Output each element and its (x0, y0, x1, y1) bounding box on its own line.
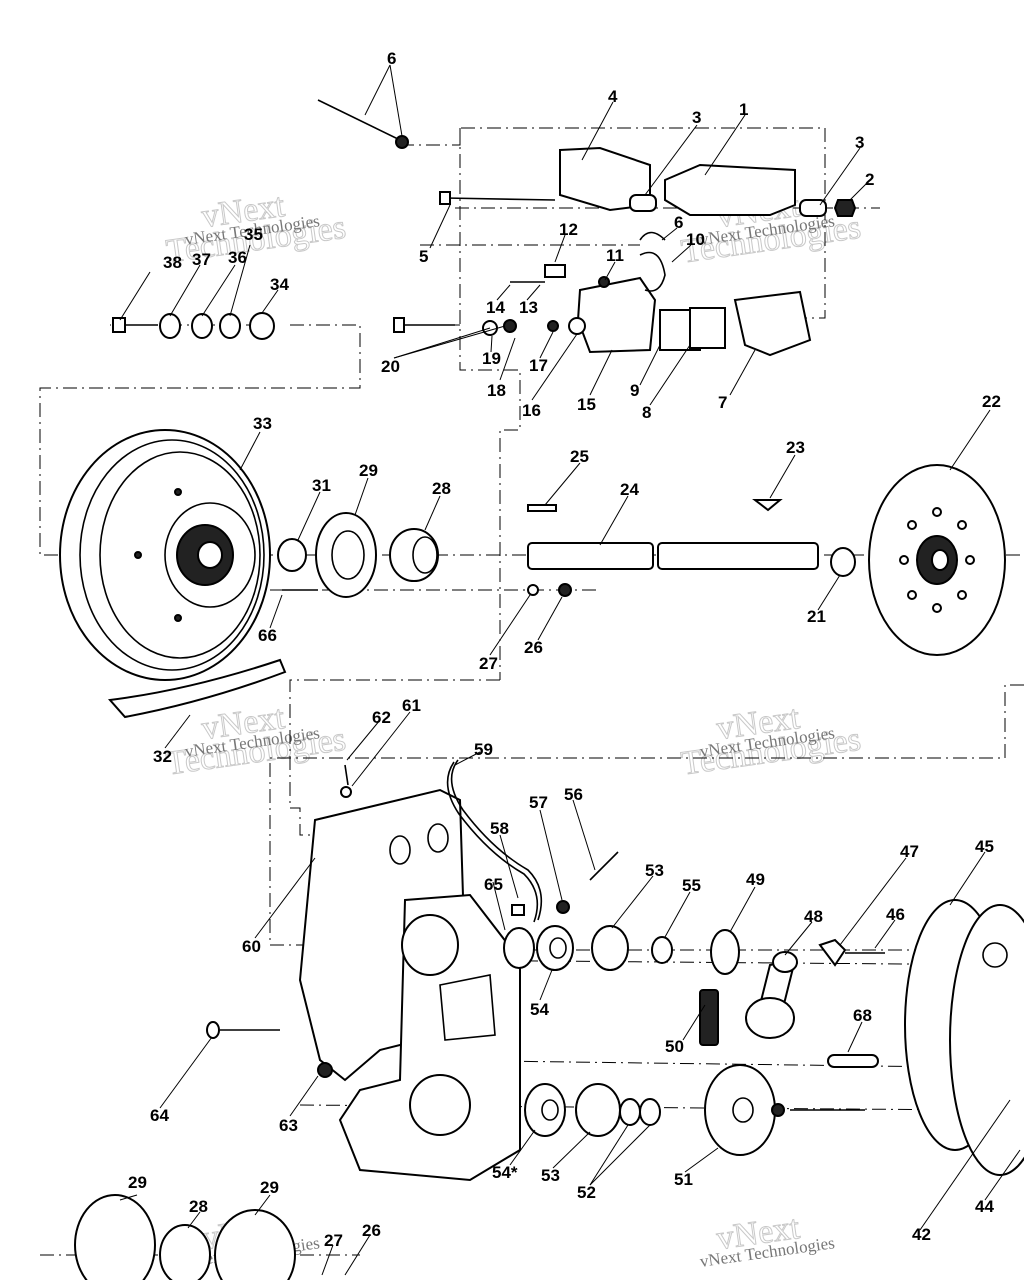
bearing-stack-lower (524, 1083, 661, 1137)
callout-22: 22 (982, 392, 1001, 411)
callout-48: 48 (804, 907, 823, 926)
callout-49: 49 (746, 870, 765, 889)
callout-44: 44 (975, 1197, 994, 1216)
brake-bracket (559, 146, 857, 217)
callout-6: 6 (674, 213, 683, 232)
callout-54: 54 (530, 1000, 549, 1019)
hub-parts-28-29-31 (277, 512, 572, 598)
callout-29: 29 (359, 461, 378, 480)
callout-11: 11 (606, 246, 624, 265)
callout-59: 59 (474, 740, 493, 759)
sprocket-49 (710, 929, 740, 975)
bolt-38-group (112, 312, 275, 340)
callout-37: 37 (192, 250, 211, 269)
callout-68: 68 (853, 1006, 872, 1025)
callout-64: 64 (150, 1106, 169, 1125)
callout-16: 16 (522, 401, 541, 420)
callout-56: 56 (564, 785, 583, 804)
callout-21: 21 (807, 607, 826, 626)
callout-46: 46 (886, 905, 905, 924)
callout-24: 24 (620, 480, 639, 499)
callout-32: 32 (153, 747, 172, 766)
chain-50 (699, 989, 719, 1046)
shaft-24 (527, 499, 856, 577)
callout-38: 38 (163, 253, 182, 272)
callout-6: 6 (387, 49, 396, 68)
callout-15: 15 (577, 395, 596, 414)
callout-25: 25 (570, 447, 589, 466)
callout-3: 3 (855, 133, 864, 152)
bearing-stack-upper (503, 851, 673, 971)
callout-63: 63 (279, 1116, 298, 1135)
callout-62: 62 (372, 708, 391, 727)
callout-36: 36 (228, 248, 247, 267)
callout-50: 50 (665, 1037, 684, 1056)
callout-45: 45 (975, 837, 994, 856)
callout-17: 17 (529, 356, 548, 375)
callout-1: 1 (739, 100, 748, 119)
callout-labels: 1 2 3 3 4 5 6 6 7 8 9 10 11 12 13 14 15 … (128, 49, 1001, 1250)
drive-belt-32 (107, 658, 287, 719)
chaincase-cover-45 (904, 899, 1024, 1176)
callout-58: 58 (490, 819, 509, 838)
bottom-hub-parts (74, 1194, 296, 1280)
callout-33: 33 (253, 414, 272, 433)
drive-pulley-33 (59, 429, 271, 681)
tensioner-48 (745, 938, 885, 1039)
callout-12: 12 (559, 220, 578, 239)
callout-20: 20 (381, 357, 400, 376)
callout-55: 55 (682, 876, 701, 895)
callout-53: 53 (541, 1166, 560, 1185)
callout-61: 61 (402, 696, 421, 715)
gear-51 (704, 1064, 865, 1156)
callout-23: 23 (786, 438, 805, 457)
callout-66: 66 (258, 626, 277, 645)
callout-42: 42 (912, 1225, 931, 1244)
callout-60: 60 (242, 937, 261, 956)
callout-35: 35 (244, 225, 263, 244)
bolt-64 (206, 1021, 333, 1078)
callout-34: 34 (270, 275, 289, 294)
callout-26: 26 (524, 638, 543, 657)
callout-19: 19 (482, 349, 501, 368)
callout-28-bottom: 28 (189, 1197, 208, 1216)
leader-lines (119, 64, 1021, 1276)
brake-assembly (510, 231, 812, 357)
callout-13: 13 (519, 298, 538, 317)
callout-65: 65 (484, 875, 503, 894)
callout-18: 18 (487, 381, 506, 400)
callout-52: 52 (577, 1183, 596, 1202)
driven-pulley-22 (868, 464, 1006, 656)
long-bolt-5 (439, 191, 556, 205)
chaincase-cover (338, 893, 521, 1182)
callout-31: 31 (312, 476, 331, 495)
callout-8: 8 (642, 403, 651, 422)
callout-27-bottom: 27 (324, 1231, 343, 1250)
callout-2: 2 (865, 170, 874, 189)
callout-28: 28 (432, 479, 451, 498)
callout-47: 47 (900, 842, 919, 861)
pin-68 (827, 1054, 879, 1068)
pulley-spokes (899, 507, 975, 613)
top-rod (317, 99, 409, 149)
callout-4: 4 (608, 87, 618, 106)
callout-10: 10 (686, 230, 705, 249)
callout-14: 14 (486, 298, 505, 317)
callout-29-bottom-left: 29 (128, 1173, 147, 1192)
callout-57: 57 (529, 793, 548, 812)
callout-53: 53 (645, 861, 664, 880)
callout-5: 5 (419, 247, 428, 266)
callout-9: 9 (630, 381, 639, 400)
callout-7: 7 (718, 393, 727, 412)
cable-59 (446, 759, 543, 923)
callout-27: 27 (479, 654, 498, 673)
callout-54-star: 54* (492, 1163, 518, 1182)
bolt-62-61 (340, 764, 352, 798)
callout-51: 51 (674, 1170, 693, 1189)
callout-3: 3 (692, 108, 701, 127)
bolt-20-group (393, 317, 517, 336)
callout-29-bottom-right: 29 (260, 1178, 279, 1197)
callout-26-bottom: 26 (362, 1221, 381, 1240)
